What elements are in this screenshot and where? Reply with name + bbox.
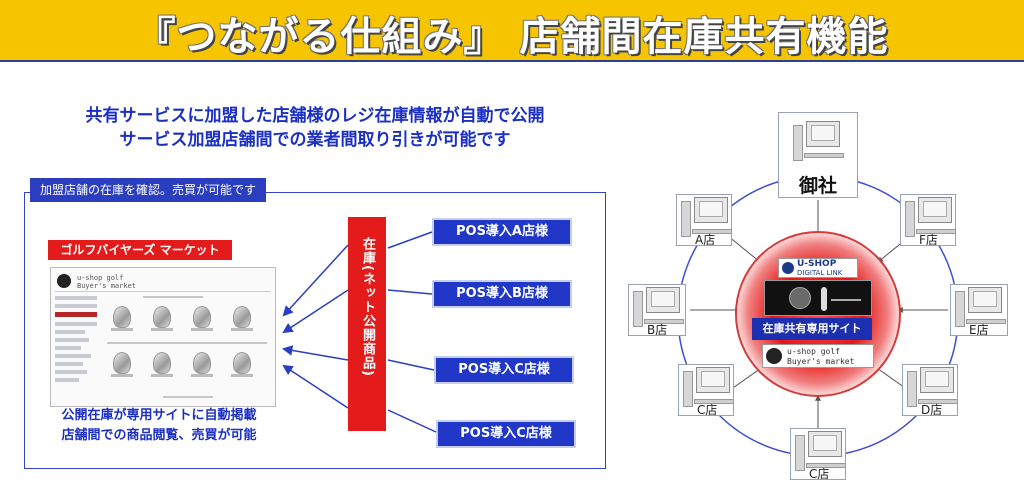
hq-label: 御社 [798,175,837,197]
club-head-icon [189,352,215,382]
buyers-market-line-1: u-shop golf [787,347,840,356]
site-brand-line-1: u-shop golf [77,274,124,282]
market-label: ゴルフバイヤーズ マーケット [48,240,232,260]
club-head-icon [149,352,175,382]
store-label-c-2: C店 [809,467,830,481]
left-panel-frame [24,192,606,469]
store-label-d: D店 [921,403,943,417]
panel-caption-2: 店舗間での商品閲覧、売買が可能 [61,428,257,443]
pos-b-connector [387,289,433,295]
pos-c2-connector [387,409,437,433]
stock-column: 在庫(ネット公開商品) [348,217,386,431]
store-node-c: C店 [678,364,734,417]
pos-a-connector [387,231,433,249]
store-node-a: A店 [676,194,732,247]
site-product-grid [103,296,271,404]
stock-arrow-3 [281,345,349,361]
store-label-a: A店 [695,233,716,247]
club-head-icon [189,306,215,336]
pos-store-c-2: POS導入C店様 [436,420,576,448]
site-brand: u-shop golf Buyer's market [77,274,136,290]
club-head-icon [109,352,135,382]
store-label-c: C店 [697,403,718,417]
store-label-f: F店 [919,233,938,247]
u-shop-logo-icon [782,262,794,274]
store-node-f: F店 [900,194,956,247]
stock-arrow-2 [282,289,349,334]
store-node-b: B店 [628,284,686,337]
club-head-icon [229,306,255,336]
u-shop-logo-line-2: DIGITAL LINK [797,269,843,277]
buyers-market-logo-icon [766,348,782,364]
store-node-e: E店 [950,284,1008,337]
sharing-site-label: 在庫共有専用サイト [752,318,872,340]
pos-store-b: POS導入B店様 [432,280,572,308]
u-shop-logo: U-SHOP DIGITAL LINK [778,258,858,278]
pos-c-connector [387,359,435,371]
buyers-market-logo: u-shop golf Buyer's market [762,344,874,368]
pos-store-c: POS導入C店様 [434,356,574,384]
stock-arrow-1 [282,244,349,317]
stock-column-label: 在庫(ネット公開商品) [360,237,375,377]
title-banner: 『つながる仕組み』 店舗間在庫共有機能 [0,0,1024,62]
stock-arrow-4 [282,364,349,409]
club-line [831,299,861,301]
site-sidebar [55,296,99,402]
left-panel-tab: 加盟店舗の在庫を確認。売買が可能です [30,178,267,202]
golfer-icon [821,287,827,311]
store-node-d: D店 [902,364,958,417]
page-title: 『つながる仕組み』 店舗間在庫共有機能 [135,14,889,60]
store-label-e: E店 [969,323,989,337]
store-node-c-2: C店 [790,428,846,481]
site-header: u-shop golf Buyer's market [55,272,271,292]
pos-store-a: POS導入A店様 [432,218,572,246]
u-shop-logo-line-1: U-SHOP [797,259,837,269]
club-head-icon [109,306,135,336]
club-head-icon [229,352,255,382]
brand-emblem-icon [789,287,811,309]
market-site-screenshot: u-shop golf Buyer's market [50,267,276,407]
buyers-market-line-2: Buyer's market [787,357,855,366]
site-logo-icon [57,274,71,288]
panel-caption-1: 公開在庫が専用サイトに自動掲載 [61,408,257,423]
buyers-site-banner [764,280,872,316]
intro-line-1: 共有サービスに加盟した店舗様のレジ在庫情報が自動で公開 [85,106,545,126]
site-brand-line-2: Buyer's market [77,282,137,290]
intro-line-2: サービス加盟店舗間での業者間取り引きが可能です [119,130,511,150]
hq-node: 御社 [778,112,858,198]
store-label-b: B店 [647,323,668,337]
club-head-icon [149,306,175,336]
